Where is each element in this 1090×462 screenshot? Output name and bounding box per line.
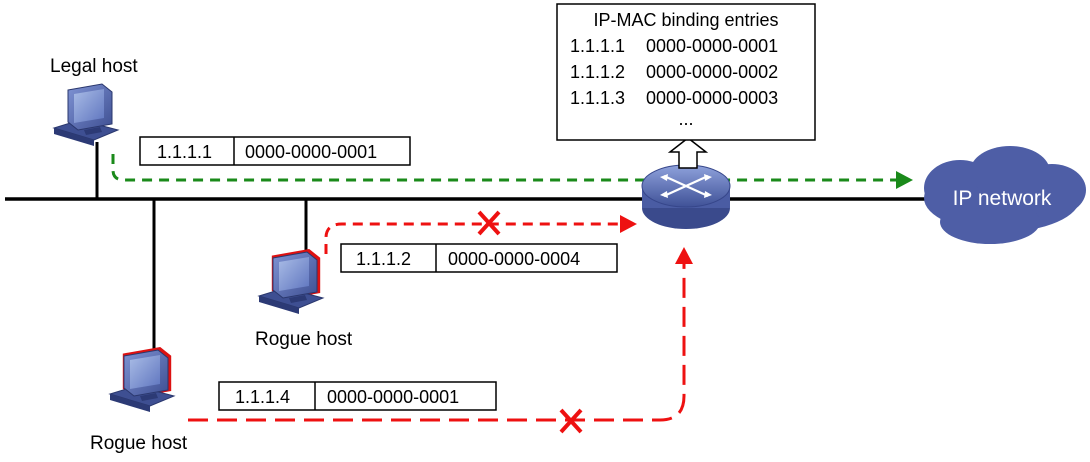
blocked-flow-line-1 [324, 222, 622, 254]
cloud-icon [924, 146, 1086, 244]
blocked-flow-line-2 [188, 262, 686, 422]
rogue-host-2-pc-icon [110, 347, 174, 412]
legal-host-pc-icon [53, 83, 119, 147]
binding-table-box [556, 3, 816, 141]
binding-entry-mac: 0000-0000-0002 [646, 62, 778, 82]
binding-lookup-arrow [667, 137, 709, 169]
legal-host-address-table [139, 136, 411, 166]
router-icon [641, 164, 731, 229]
allowed-flow-arrowhead [896, 171, 913, 189]
binding-entry-ip: 1.1.1.2 [570, 62, 625, 82]
rogue-host-1-ip: 1.1.1.2 [356, 249, 411, 269]
blocked-x-mark-1 [477, 210, 501, 236]
binding-entry-mac: 0000-0000-0003 [646, 88, 778, 108]
allowed-flow-line [111, 154, 898, 182]
rogue-host-1-address-table [340, 243, 618, 273]
binding-entry-ip: 1.1.1.3 [570, 88, 625, 108]
rogue-host-2-address-table [218, 381, 497, 411]
legal-host-ip: 1.1.1.1 [157, 142, 212, 162]
binding-table-title: IP-MAC binding entries [593, 10, 778, 30]
blocked-x-mark-2 [559, 408, 583, 434]
rogue-host-2-ip: 1.1.1.4 [235, 387, 290, 407]
binding-table-ellipsis: ... [678, 109, 693, 129]
legal-host-mac: 0000-0000-0001 [245, 142, 377, 162]
rogue-host-1-mac: 0000-0000-0004 [448, 249, 580, 269]
legal-host-label: Legal host [50, 56, 138, 77]
rogue-host-2-label: Rogue host [90, 433, 188, 454]
cloud-label: IP network [953, 187, 1052, 210]
binding-entry-ip: 1.1.1.1 [570, 36, 625, 56]
binding-entry-mac: 0000-0000-0001 [646, 36, 778, 56]
rogue-host-2-mac: 0000-0000-0001 [327, 387, 459, 407]
rogue-host-1-label: Rogue host [255, 329, 353, 350]
rogue-host-1-pc-icon [259, 249, 323, 314]
blocked-flow-arrowhead-2 [675, 247, 693, 264]
blocked-flow-arrowhead-1 [620, 215, 637, 233]
